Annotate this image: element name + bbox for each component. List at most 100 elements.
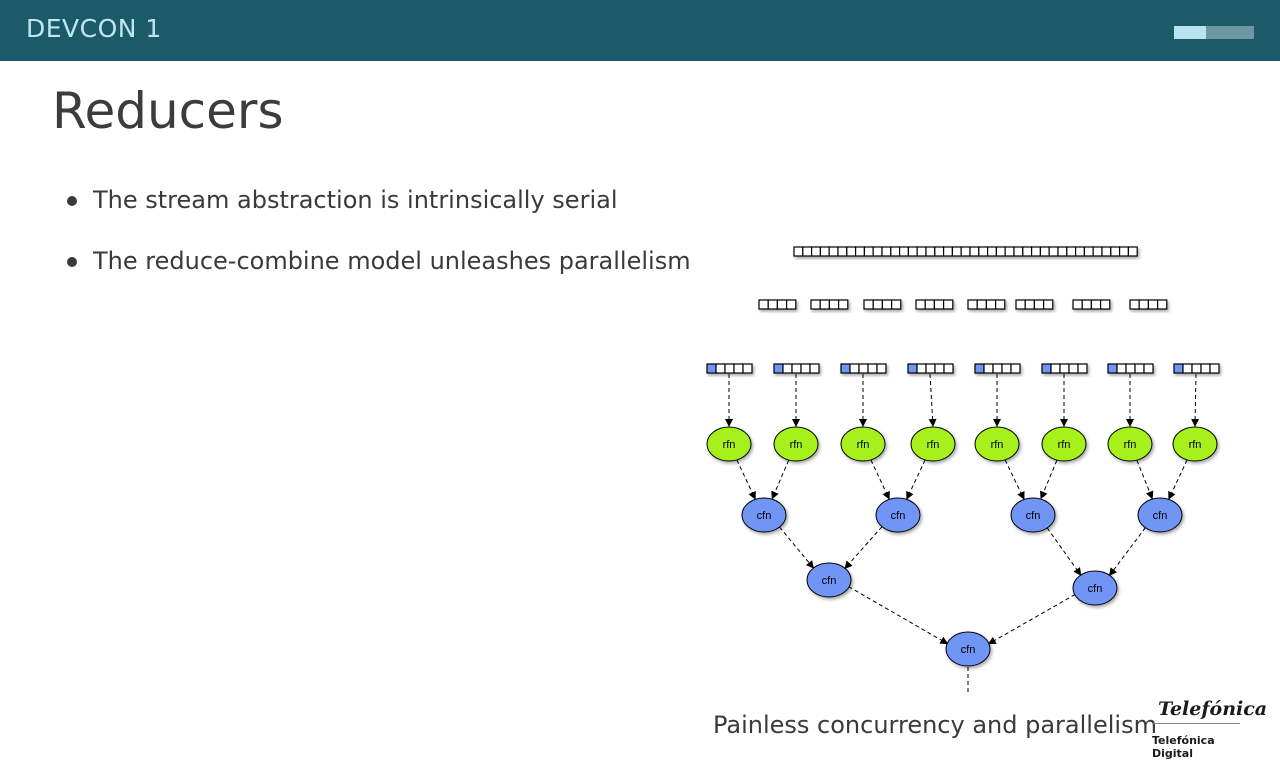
reduce-node-label: rfn (927, 439, 940, 451)
combine-node: cfn (806, 562, 852, 598)
split-chunk (758, 299, 797, 310)
array-cell (1066, 246, 1077, 257)
array-cell (1031, 246, 1042, 257)
array-cell (1041, 363, 1052, 374)
array-cell (1129, 299, 1140, 310)
combine-node-label: cfn (1088, 583, 1103, 595)
array-cell (1138, 299, 1150, 310)
reduce-node: rfn (706, 426, 752, 462)
reduce-node-label: rfn (1189, 439, 1202, 451)
reduce-node: rfn (1107, 426, 1153, 462)
array-cell (934, 363, 945, 374)
array-cell (706, 363, 717, 374)
split-chunk (915, 299, 954, 310)
split-chunk (863, 299, 902, 310)
array-cell (1048, 246, 1059, 257)
array-cell (899, 246, 910, 257)
array-cell (1004, 246, 1015, 257)
array-cell (1147, 299, 1159, 310)
flow-arrow (906, 459, 926, 500)
array-cell (1134, 363, 1145, 374)
deck-title: DEVCON 1 (26, 14, 162, 43)
slide-progress-bar (1174, 26, 1254, 39)
array-cell (995, 299, 1006, 310)
array-cell (1125, 363, 1136, 374)
flow-arrow (1039, 460, 1058, 500)
array-cell (819, 299, 830, 310)
split-chunk (1129, 299, 1168, 310)
array-cell (1100, 299, 1111, 310)
array-cell (715, 363, 726, 374)
slide-title: Reducers (52, 82, 284, 140)
array-cell (858, 363, 869, 374)
array-cell (1200, 363, 1211, 374)
array-cell (802, 246, 813, 257)
array-cell (863, 246, 874, 257)
reducer-input-chunk (1041, 363, 1088, 374)
array-cell (924, 299, 935, 310)
flow-arrow (779, 526, 815, 569)
flow-arrow (1168, 459, 1188, 500)
array-cell (983, 363, 994, 374)
array-cell (1059, 363, 1070, 374)
array-cell (1075, 246, 1086, 257)
telefonica-logo: Telefónica Telefónica Digital (1152, 698, 1267, 760)
flow-arrow (987, 594, 1076, 645)
array-cell (819, 246, 830, 257)
array-cell (1081, 299, 1093, 310)
array-cell (872, 246, 883, 257)
array-cell (881, 246, 892, 257)
flow-arrow (870, 459, 890, 500)
array-cell (758, 299, 769, 310)
flow-arrow (1191, 373, 1200, 427)
combine-node: cfn (875, 497, 921, 533)
array-cell (1090, 299, 1102, 310)
array-cell (809, 363, 820, 374)
array-cell (1143, 363, 1154, 374)
bullet-list: The stream abstraction is intrinsically … (66, 182, 691, 304)
flow-arrow (771, 460, 790, 500)
logo-wordmark: Telefónica (1158, 698, 1268, 720)
bullet-item: The reduce-combine model unleashes paral… (66, 243, 691, 279)
array-cell (933, 299, 945, 310)
combine-node-label: cfn (757, 510, 772, 522)
array-cell (943, 246, 954, 257)
reduce-node: rfn (910, 426, 956, 462)
flow-arrow (1109, 527, 1146, 577)
array-cell (915, 299, 926, 310)
array-cell (916, 246, 927, 257)
array-cell (849, 363, 860, 374)
combine-node-label: cfn (891, 510, 906, 522)
array-cell (1182, 363, 1193, 374)
array-cell (1050, 363, 1061, 374)
array-cell (907, 246, 918, 257)
reduce-node: rfn (1041, 426, 1087, 462)
array-cell (1043, 299, 1054, 310)
combine-node-label: cfn (822, 575, 837, 587)
flow-arrow (848, 586, 949, 645)
array-cell (733, 363, 744, 374)
flow-arrow (736, 459, 756, 500)
array-cell (1001, 363, 1012, 374)
array-cell (1015, 299, 1026, 310)
array-cell (785, 299, 797, 310)
reducer-input-chunk (907, 363, 954, 374)
array-cell (1127, 246, 1138, 257)
final-combine-node-label: cfn (961, 644, 976, 656)
reducer-input-chunk (706, 363, 753, 374)
array-cell (995, 246, 1006, 257)
flow-arrow (928, 373, 937, 427)
array-cell (810, 246, 821, 257)
array-cell (943, 299, 954, 310)
bullet-dot-icon (67, 257, 77, 267)
array-cell (742, 363, 753, 374)
array-cell (1057, 246, 1068, 257)
logo-subtitle: Telefónica Digital (1152, 734, 1215, 760)
array-cell (891, 299, 902, 310)
bullet-dot-icon (67, 196, 77, 206)
array-cell (1101, 246, 1112, 257)
array-cell (1013, 246, 1024, 257)
array-cell (907, 363, 918, 374)
reduce-node-label: rfn (790, 439, 803, 451)
